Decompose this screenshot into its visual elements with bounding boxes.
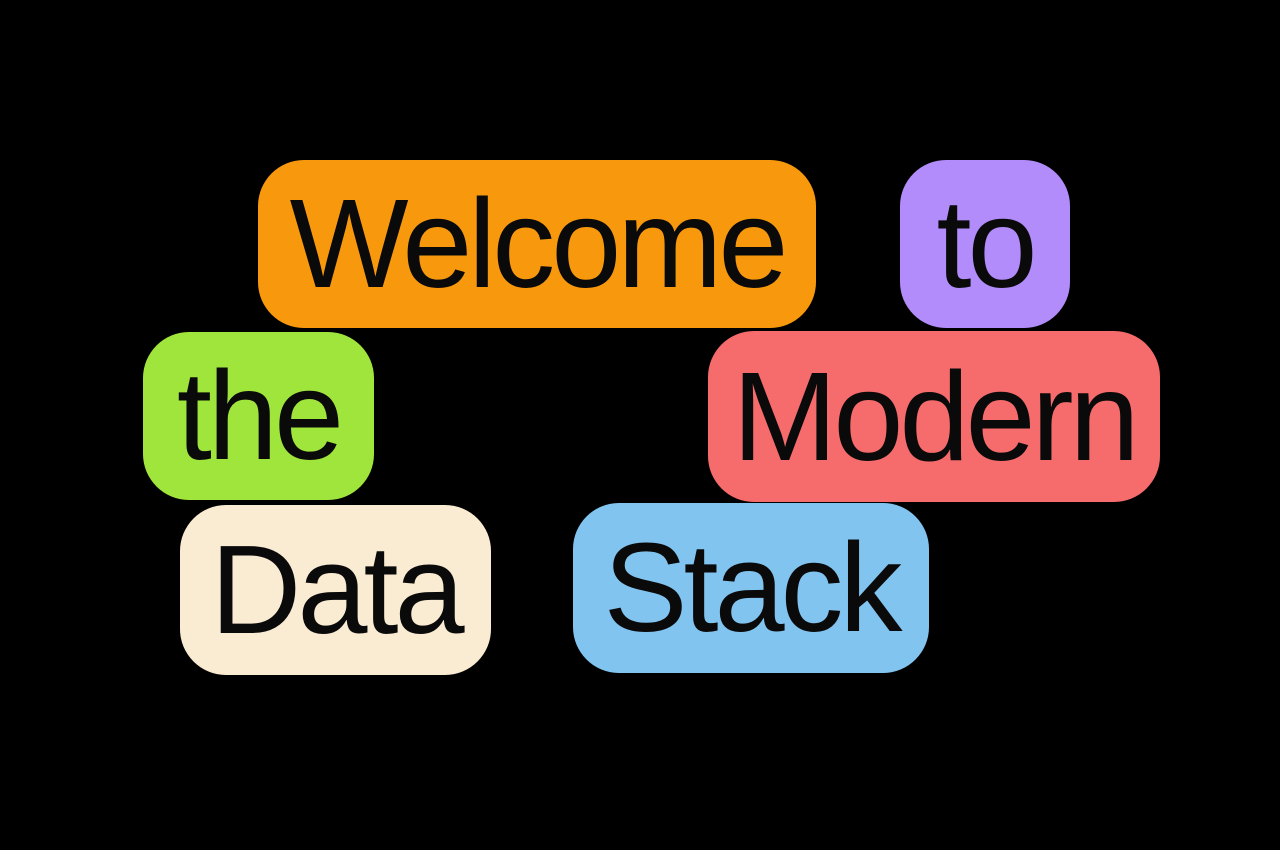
word-pill-stack: Stack	[573, 503, 929, 673]
word-pill-data: Data	[180, 505, 491, 675]
word-pill-modern: Modern	[708, 331, 1160, 502]
word-pill-welcome: Welcome	[258, 160, 816, 328]
word-label-stack: Stack	[603, 517, 902, 658]
word-label-to: to	[936, 173, 1037, 314]
word-pill-the: the	[143, 332, 374, 500]
word-label-data: Data	[210, 519, 464, 660]
word-label-welcome: Welcome	[289, 173, 789, 314]
word-label-modern: Modern	[732, 345, 1139, 487]
word-label-the: the	[176, 345, 344, 486]
word-pill-to: to	[900, 160, 1070, 328]
